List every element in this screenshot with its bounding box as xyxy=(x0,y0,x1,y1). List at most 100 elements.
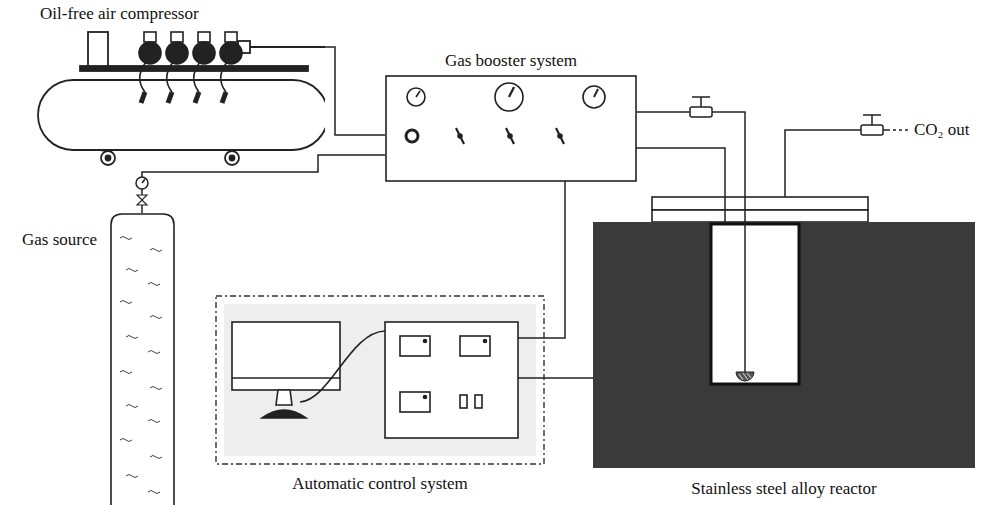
compressor-drawing-part-part xyxy=(193,42,215,64)
cylinder-drawing-part xyxy=(111,214,174,505)
booster-drawing-part-part xyxy=(416,91,420,97)
inlet-valve-part xyxy=(692,97,710,107)
cylinder-drawing-part-part xyxy=(148,283,160,286)
cylinder-valve xyxy=(137,195,147,205)
compressor-drawing-part-part xyxy=(100,150,232,151)
compressor-drawing-part-part xyxy=(194,62,200,92)
cylinder-drawing-part-part xyxy=(148,420,160,423)
compressor-drawing-part-part xyxy=(140,62,146,92)
booster-drawing-part-part xyxy=(583,86,605,108)
compressor-drawing-part-part xyxy=(141,92,145,103)
control-drawing-part-part xyxy=(262,410,306,418)
control-drawing-part-part xyxy=(300,331,385,402)
compressor-drawing-part-part xyxy=(144,32,156,42)
compressor-drawing-part-part xyxy=(168,92,172,103)
compressor-drawing xyxy=(30,25,325,170)
booster-drawing-part-part xyxy=(407,88,425,106)
control-drawing-part-part xyxy=(276,390,292,405)
cylinder-drawing-part-part xyxy=(126,336,138,339)
reactor-vessel: Stainless steel alloy reactor xyxy=(593,222,975,468)
co2-outlet-pipe xyxy=(785,130,909,197)
compressor-drawing-part-part xyxy=(250,46,325,48)
booster-drawing xyxy=(385,75,637,182)
reactor-drawing xyxy=(593,222,975,468)
compressor-drawing-part-part xyxy=(106,156,111,161)
air-compressor: Oil-free air compressor xyxy=(30,25,325,170)
control-drawing-part-part xyxy=(400,336,430,356)
cylinder-drawing-part xyxy=(120,237,162,494)
pipe-connector xyxy=(637,112,745,222)
node-label: Gas source xyxy=(22,230,97,250)
control-drawing-part-part xyxy=(232,377,340,379)
cylinder-drawing-part-part xyxy=(120,237,132,240)
compressor-drawing-part-part xyxy=(38,80,325,150)
control-drawing-part-part xyxy=(400,392,430,412)
compressor-drawing-part-part xyxy=(101,151,115,165)
gas-cylinder: Gas source xyxy=(110,213,175,505)
outlet-valve-part xyxy=(861,125,883,135)
booster-drawing-part-part xyxy=(594,89,598,97)
control-drawing-part-part xyxy=(424,340,427,343)
control-drawing-part-part xyxy=(484,340,487,343)
pressure-gauge-part xyxy=(142,179,145,183)
pipe-connector xyxy=(325,47,385,135)
node-label: Stainless steel alloy reactor xyxy=(691,479,877,499)
co2-outlet-pipe-part xyxy=(893,129,909,131)
cylinder-drawing xyxy=(110,213,175,505)
co2-outlet-pipe-part xyxy=(785,130,861,197)
node-label: Oil-free air compressor xyxy=(40,4,199,24)
reactor-lid-part xyxy=(652,197,868,210)
cylinder-drawing-part-part xyxy=(126,475,138,478)
compressor-drawing-part-part xyxy=(225,32,237,42)
booster-drawing-part-part xyxy=(386,76,636,181)
cylinder-drawing-part-part xyxy=(126,269,138,272)
control-drawing-part xyxy=(216,296,544,464)
compressor-drawing-part-part xyxy=(225,151,239,165)
cylinder-drawing-part-part xyxy=(120,301,132,304)
compressor-drawing-part-part xyxy=(230,156,235,161)
compressor-drawing-part-part xyxy=(222,92,226,103)
booster-drawing-part-part xyxy=(406,130,418,142)
control-drawing-part xyxy=(224,304,536,456)
control-drawing-part-part xyxy=(460,336,490,356)
inlet-valve xyxy=(690,97,712,117)
outlet-valve-part xyxy=(863,115,881,125)
compressor-drawing-part-part xyxy=(167,62,173,92)
co2-outlet-pipe-part xyxy=(883,129,890,131)
inlet-valve-part xyxy=(690,107,712,117)
control-drawing-part xyxy=(232,322,545,438)
cylinder-drawing-part-part xyxy=(148,351,160,354)
compressor-drawing-part-part xyxy=(171,32,183,42)
cylinder-drawing-part-part xyxy=(150,387,162,390)
control-drawing-part-part xyxy=(460,395,467,408)
booster-drawing-part-part xyxy=(509,87,514,97)
cylinder-drawing-part-part xyxy=(126,405,138,408)
pipe-connector xyxy=(142,155,385,213)
compressor-drawing-part-part xyxy=(220,42,242,64)
compressor-drawing-part-part xyxy=(139,42,161,64)
cylinder-valve-part xyxy=(137,195,147,205)
booster-drawing-part-part xyxy=(558,134,562,138)
control-system-box: Automatic control system xyxy=(215,295,545,465)
compressor-drawing-part-part xyxy=(198,32,210,42)
booster-drawing-part xyxy=(386,76,636,181)
booster-drawing-part-part xyxy=(495,83,523,111)
cylinder-drawing-part-part xyxy=(120,371,132,374)
compressor-drawing-part xyxy=(38,32,325,165)
compressor-drawing-part-part xyxy=(80,66,308,71)
reactor-drawing-part xyxy=(736,372,754,381)
compressor-drawing-part-part xyxy=(195,92,199,103)
reactor-drawing-part xyxy=(593,222,975,468)
compressor-drawing-part-part xyxy=(88,32,108,66)
booster-drawing-part-part xyxy=(458,134,462,138)
reactor-lid-part xyxy=(652,210,868,222)
control-drawing-part-part xyxy=(424,396,427,399)
booster-drawing-part-part xyxy=(508,134,512,138)
control-drawing-part-part xyxy=(385,322,518,438)
node-label: Automatic control system xyxy=(292,474,468,494)
cylinder-drawing-part-part xyxy=(150,456,162,459)
reactor-drawing-part xyxy=(739,373,751,380)
reactor-drawing-part xyxy=(711,224,799,384)
compressor-drawing-part xyxy=(139,32,242,103)
